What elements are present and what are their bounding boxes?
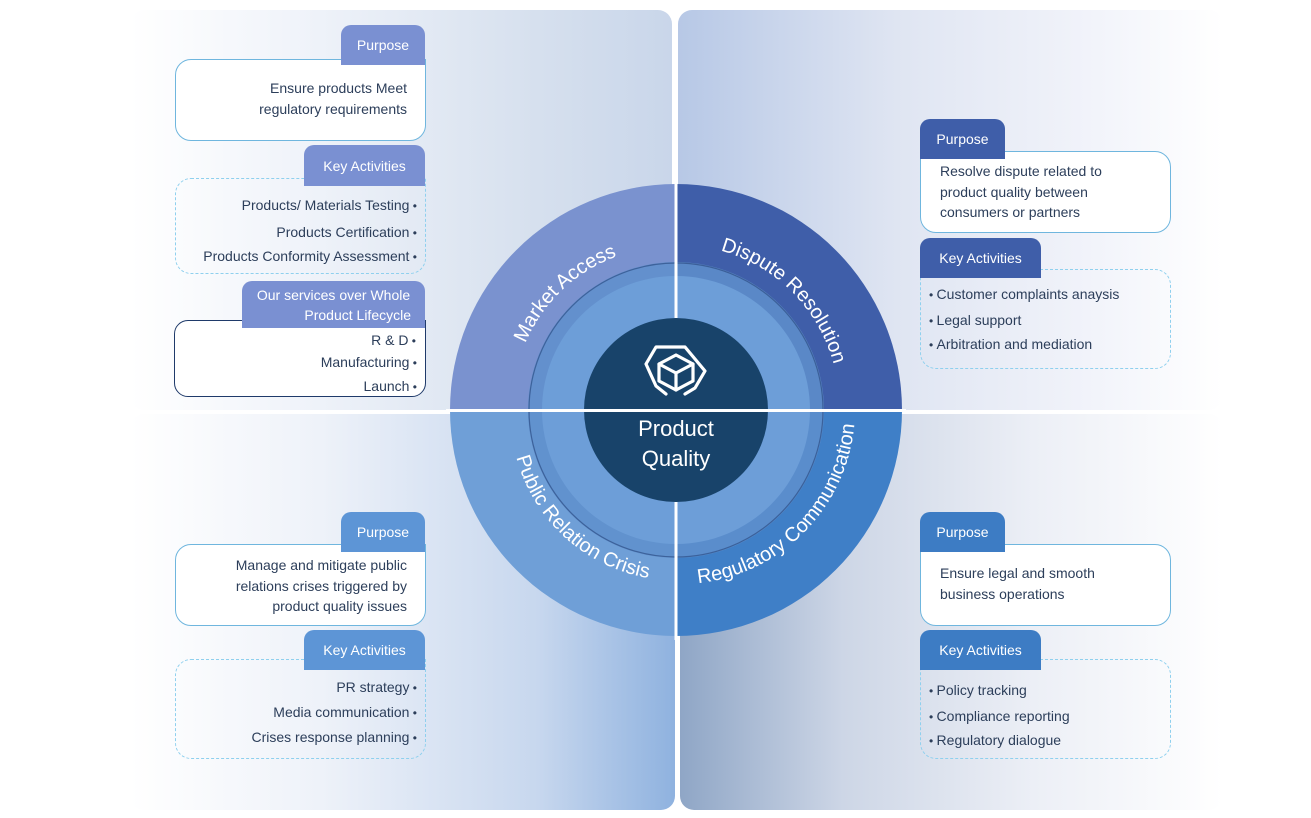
service-item: Launch (364, 376, 417, 398)
key-activities-box: PR strategy Media communication Crises r… (175, 659, 426, 759)
purpose-line: Ensure legal and smooth (940, 565, 1095, 581)
service-item: Manufacturing (321, 352, 417, 374)
activity-item: Products/ Materials Testing (242, 195, 417, 217)
activity-item: Arbitration and mediation (929, 334, 1093, 356)
key-activities-box: Products/ Materials Testing Products Cer… (175, 178, 426, 274)
activity-item: Media communication (273, 702, 417, 724)
purpose-line: Ensure products Meet (270, 80, 407, 96)
activity-item: Products Conformity Assessment (203, 246, 417, 268)
key-activities-tag: Key Activities (304, 145, 425, 186)
key-activities-box: Customer complaints anaysis Legal suppor… (920, 269, 1171, 369)
key-activities-tag: Key Activities (920, 630, 1041, 670)
purpose-line: business operations (940, 585, 1065, 602)
key-activities-tag: Key Activities (304, 630, 425, 670)
activity-item: Crises response planning (251, 727, 417, 749)
purpose-box: Manage and mitigate public relations cri… (175, 544, 426, 626)
purpose-line: relations crises triggered by (235, 577, 407, 594)
divider-horizontal (446, 409, 906, 412)
cube-icon (644, 345, 707, 396)
activity-item: Customer complaints anaysis (929, 284, 1120, 306)
hub-title-line1: Product (638, 416, 714, 441)
purpose-line: consumers or partners (940, 204, 1081, 220)
purpose-box: Resolve dispute related to product quali… (920, 151, 1171, 233)
quality-wheel: Market Access Dispute Resolution Public … (446, 180, 906, 640)
purpose-line: Manage and mitigate public (235, 557, 407, 573)
purpose-tag: Purpose (920, 119, 1005, 159)
activity-item: Compliance reporting (929, 706, 1070, 728)
services-tag: Our services over Whole Product Lifecycl… (242, 281, 425, 328)
purpose-line: product quality issues (272, 598, 407, 614)
services-tag-line: Product Lifecycle (304, 306, 411, 323)
divider-vertical-top (674, 180, 678, 318)
activity-item: PR strategy (336, 677, 417, 699)
key-activities-box: Policy tracking Compliance reporting Reg… (920, 659, 1171, 759)
purpose-line: Resolve dispute related to (940, 163, 1102, 179)
services-tag-line: Our services over Whole (256, 286, 411, 303)
activity-item: Policy tracking (929, 680, 1027, 702)
purpose-line: regulatory requirements (259, 100, 407, 117)
service-item: R & D (371, 330, 416, 352)
divider-vertical-bottom (674, 502, 678, 640)
purpose-box: Ensure products Meet regulatory requirem… (175, 59, 426, 141)
purpose-line: product quality between (940, 183, 1088, 200)
activity-item: Regulatory dialogue (929, 730, 1062, 752)
purpose-tag: Purpose (341, 25, 425, 65)
purpose-box: Ensure legal and smooth business operati… (920, 544, 1171, 626)
services-box: R & D Manufacturing Launch (174, 320, 426, 397)
purpose-tag: Purpose (920, 512, 1005, 552)
key-activities-tag: Key Activities (920, 238, 1041, 278)
hub-title-line2: Quality (642, 446, 710, 471)
purpose-tag: Purpose (341, 512, 425, 552)
activity-item: Products Certification (276, 222, 417, 244)
activity-item: Legal support (929, 310, 1022, 332)
